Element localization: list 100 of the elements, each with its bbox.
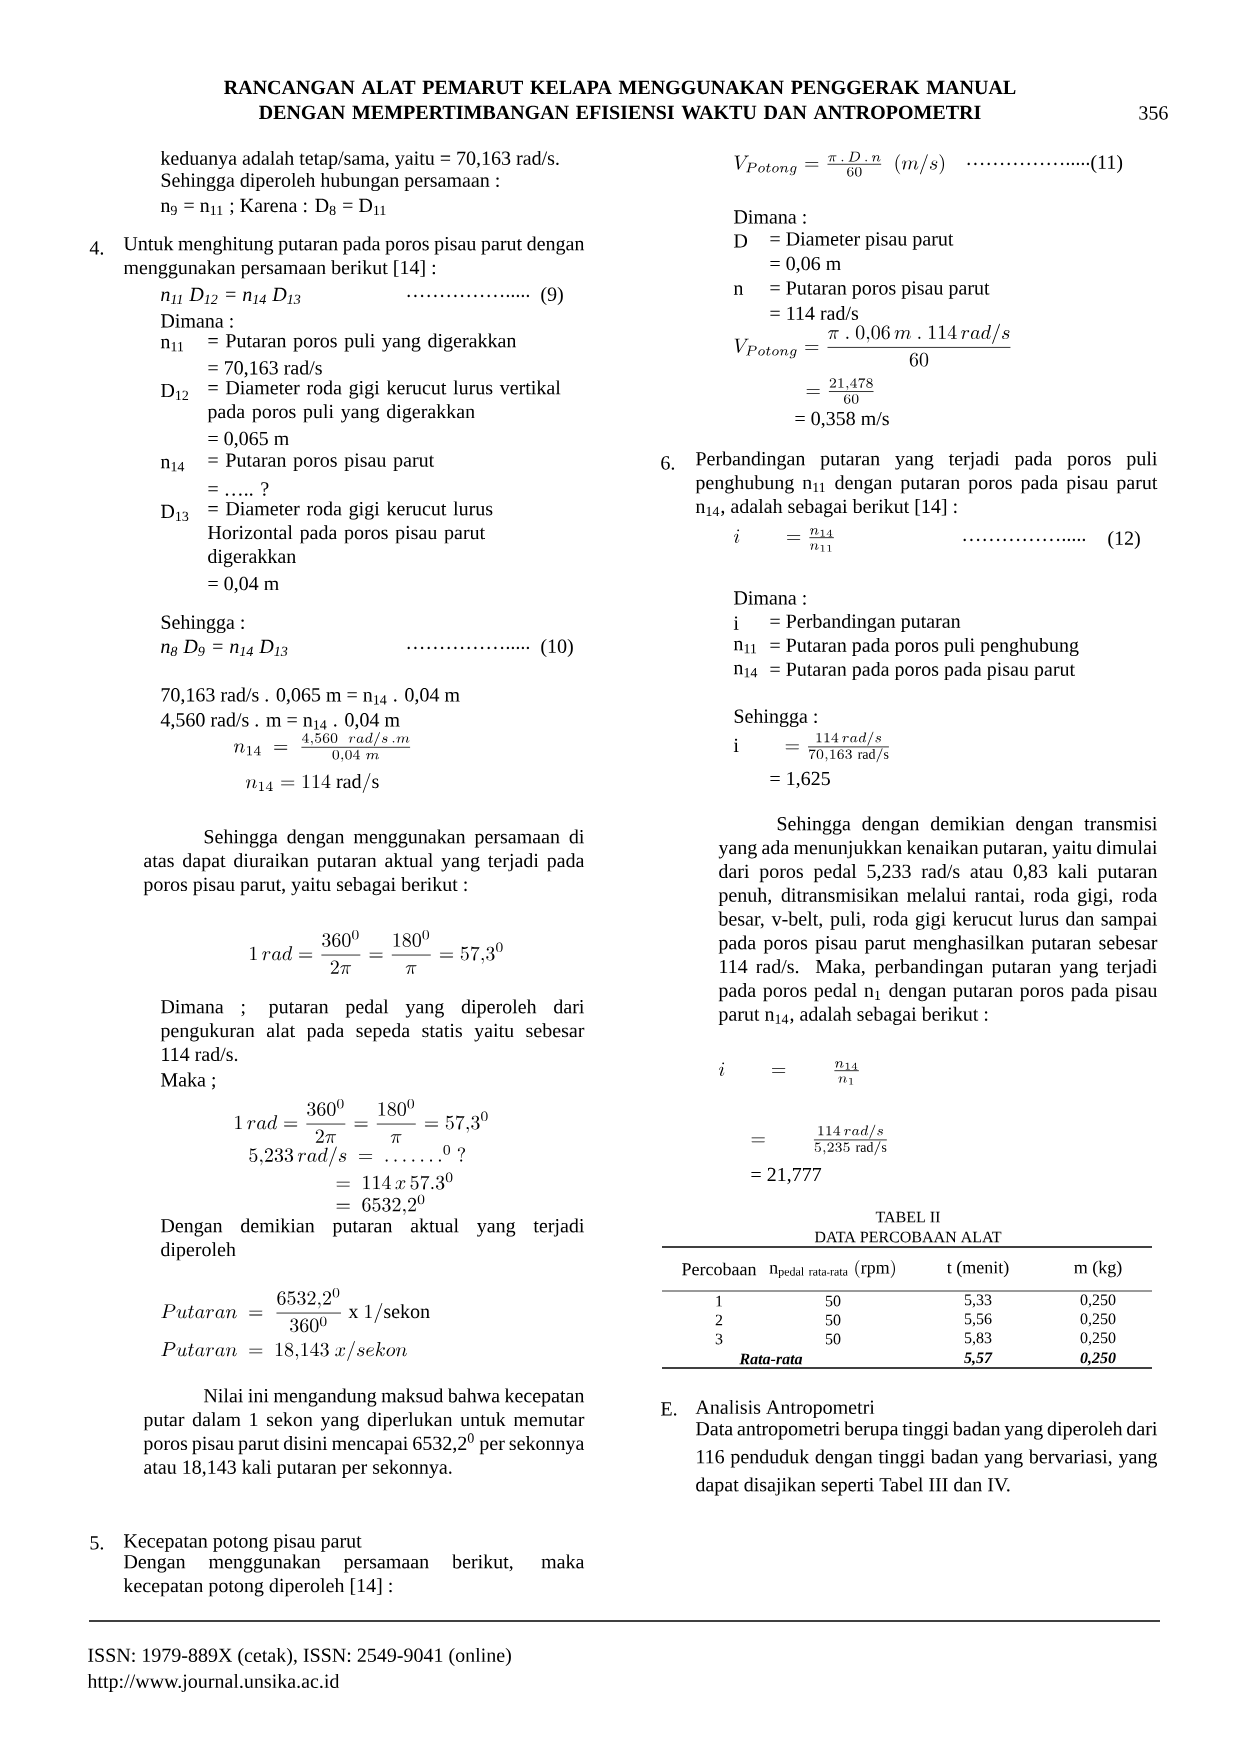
table-cell: 2	[715, 1314, 723, 1326]
variable-symbol: D	[733, 234, 748, 248]
equation-number: (10)	[541, 638, 573, 658]
dot-leader: …………….....	[967, 162, 1090, 166]
definition-text: = Putaran pada poros puli penghubung	[770, 637, 1079, 657]
table-header: $\mathrm{n}_{\mathrm{pedal\ rata}\hbox{\tiny -}\mathrm{rata}}\ (\mathrm{rpm})$	[769, 1259, 895, 1279]
definition-text: = 0,06 m	[770, 256, 841, 274]
paragraph: Data antropometri berupa tinggi badan yang diperoleh dari 116 penduduk dengan tinggi badan yang bervariasi, yang dapat disajikan seperti Tabel III dan IV.	[695, 1421, 1158, 1496]
table-cell: 0,250	[1080, 1332, 1116, 1346]
text-line: Sehingga :	[161, 614, 244, 634]
variable-symbol: n$_{11}$	[733, 640, 757, 654]
equation: $1\,rad = \frac{360^0}{2\pi} = \frac{180^0}{\pi} = 57{,}3^0$	[250, 930, 503, 974]
table-cell: 50	[825, 1314, 841, 1326]
definition-text: = 114 rad/s	[770, 305, 859, 321]
list-number: 5.	[90, 1536, 104, 1550]
equation: $=\ 114\,x\,57.3^0$	[336, 1172, 453, 1190]
equation: $=\ 6532{,}2^0$	[336, 1194, 425, 1216]
definition-text: = 70,163 rad/s	[208, 360, 322, 378]
text-line: Maka ;	[160, 1072, 215, 1090]
equation: $Putaran\ =\ 18{,}143\ x/sekon$	[161, 1341, 407, 1362]
equation: $V_{Potong} = \frac{\pi\,.\,D\,.\,n}{60}\ \ (m/s)$	[734, 151, 945, 177]
paragraph: Dengan menggunakan persamaan berikut, maka kecepatan potong diperoleh [14] :	[123, 1554, 585, 1597]
definition-text: = 0,065 m	[208, 431, 289, 449]
variable-symbol: D$_{13}$	[160, 504, 189, 522]
paragraph: Untuk menghitung putaran pada poros pisau parut dengan menggunakan persamaan berikut [14] :	[123, 236, 585, 279]
variable-symbol: n	[733, 285, 744, 295]
table-cell: 5,57	[964, 1352, 993, 1366]
table-cell: Rata-rata	[739, 1353, 803, 1365]
equation-number: (9)	[541, 286, 563, 306]
definition-text: = Perbandingan putaran	[770, 613, 961, 633]
page-title: RANCANGAN ALAT PEMARUT KELAPA MENGGUNAKAN PENGGERAK MANUAL DENGAN MEMPERTIMBANGAN EFISIENSI WAKTU DAN ANTROPOMETRI	[224, 80, 1016, 120]
definition-text: = ….. ?	[208, 482, 269, 496]
definition-text: = 0,04 m	[208, 576, 279, 594]
equation: n$_{8}$ D$_{9}$ = n$_{14}$ D$_{13}$	[161, 639, 288, 657]
variable-symbol: n$_{14}$	[733, 664, 758, 678]
equation: 4,560 rad/s . m = n$_{14}$ . 0,04 m	[160, 712, 400, 730]
equation: 70,163 rad/s . 0,065 m = n$_{14}$ . 0,04 m	[161, 687, 460, 705]
definition-text: = Diameter pisau parut	[770, 232, 954, 250]
table-cell: 5,83	[964, 1332, 992, 1346]
variable-symbol: i	[733, 616, 739, 630]
list-number: E.	[660, 1402, 677, 1416]
text-line: Sehingga :	[734, 708, 817, 728]
table-caption: DATA PERCOBAAN ALAT	[814, 1231, 1002, 1243]
footer-text: http://www.journal.unsika.ac.id	[87, 1673, 340, 1693]
equation: $=\qquad \frac{114\,rad/s}{5{,}235\ \mathrm{rad/s}}$	[751, 1124, 887, 1156]
equation: $\mathrm{i}\qquad = \frac{114\,rad/s}{70{,}163\ \mathrm{rad/s}}$	[733, 731, 889, 763]
list-number: 4.	[89, 241, 104, 255]
table-header: Percobaan	[682, 1262, 757, 1276]
equation: $Putaran\ =\ \frac{6532{,}2^0}{360^0}\ \mathrm{x}\ 1/\mathrm{sekon}$	[161, 1288, 430, 1333]
dot-leader: …………….....	[407, 646, 530, 650]
text-line: Sehingga diperoleh hubungan persamaan :	[161, 172, 499, 192]
equation: $n_{14}\ =\ \frac{4{,}560\ \ rad/s\,.m}{0{,}04\ m}$	[234, 732, 411, 762]
definition-text: = Diameter roda gigi kerucut lurus vertikal pada poros puli yang digerakkan	[207, 380, 561, 423]
table-cell: 50	[825, 1295, 841, 1307]
equation: $1\,rad = \frac{360^0}{2\pi} = \frac{180^0}{\pi} = 57{,}3^0$	[235, 1099, 488, 1143]
equation-number: (12)	[1108, 530, 1140, 550]
table-cell: 0,250	[1080, 1313, 1116, 1327]
table-cell: 3	[715, 1333, 723, 1345]
variable-symbol: n$_{11}$	[160, 338, 184, 352]
equation: $n_{14} = 114\ \mathrm{rad/s}$	[246, 773, 379, 793]
table-cell: 50	[825, 1333, 841, 1345]
paragraph: Sehingga dengan demikian dengan transmisi yang ada menunjukkan kenaikan putaran, yaitu dimulai dari poros pedal 5,233 rad/s atau 0,83 kali putaran penuh, ditransmisikan melalui rantai, roda gigi, roda besar, v-belt, puli, roda gigi kerucut lurus dan sampai pada poros pisau parut menghasilkan putaran sebesar 114 rad/s. Maka, perbandingan putaran yang terjadi pada poros pedal n$_{1}$ dengan putaran poros pada pisau parut n$_{14}$, adalah sebagai berikut :	[718, 816, 1158, 1025]
table-cell: 5,33	[964, 1294, 992, 1308]
equation: = 0,358 m/s	[795, 411, 889, 429]
definition-text: = Putaran poros pisau parut	[770, 281, 990, 299]
table-header: m (kg)	[1074, 1260, 1122, 1278]
text-line: keduanya adalah tetap/sama, yaitu = 70,163 rad/s.	[160, 150, 559, 170]
equation: n$_{11}$ D$_{12}$ = n$_{14}$ D$_{13}$	[161, 287, 301, 305]
table-caption: TABEL II	[875, 1211, 940, 1223]
paragraph: Perbandingan putaran yang terjadi pada poros puli penghubung n$_{11}$ dengan putaran poros pada pisau parut n$_{14}$, adalah sebagai berikut [14] :	[695, 451, 1158, 518]
dot-leader: …………….....	[407, 294, 530, 298]
footer-text: ISSN: 1979-889X (cetak), ISSN: 2549-9041 (online)	[88, 1647, 511, 1667]
text-line: n$_{9}$ = n$_{11}$ ; Karena : D$_{8}$ = D$_{11}$	[160, 198, 386, 216]
definition-text: = Putaran poros pisau parut	[208, 453, 435, 471]
equation: = 21,777	[751, 1167, 822, 1185]
equation-number: (11)	[1091, 154, 1123, 174]
section-heading: Analisis Antropometri	[695, 1399, 875, 1419]
variable-symbol: D$_{12}$	[160, 383, 189, 401]
text-line: Dimana :	[733, 591, 806, 605]
paragraph: Dengan demikian putaran aktual yang terjadi diperoleh	[160, 1218, 585, 1261]
paragraph: Dimana ; putaran pedal yang diperoleh dari pengukuran alat pada sepeda statis yaitu sebesar 114 rad/s.	[160, 999, 585, 1062]
variable-symbol: n$_{14}$	[160, 458, 185, 472]
definition-text: = Putaran pada poros pada pisau parut	[770, 661, 1075, 681]
table-cell: 0,250	[1080, 1294, 1116, 1308]
table-header: t (menit)	[946, 1260, 1009, 1278]
equation: $i\qquad =\qquad \frac{n_{14}}{n_1}$	[719, 1061, 859, 1085]
paragraph: Sehingga dengan menggunakan persamaan di atas dapat diuraikan putaran aktual yang terjadi pada poros pisau parut, yaitu sebagai berikut :	[143, 829, 585, 896]
equation: = 1,625	[770, 771, 830, 789]
list-number: 6.	[661, 456, 675, 470]
text-line: Dimana :	[733, 210, 806, 224]
section-heading: Kecepatan potong pisau parut	[123, 1534, 362, 1552]
paragraph: Nilai ini mengandung maksud bahwa kecepatan putar dalam 1 sekon yang diperlukan untuk memutar poros pisau parut disini mencapai 6532,2$^{0}$ per sekonnya atau 18,143 kali putaran per sekonnya.	[143, 1388, 585, 1478]
table-cell: 5,56	[964, 1313, 992, 1327]
page-number: 356	[1139, 106, 1168, 120]
equation: $5{,}233\,rad/s\ =\ \ldots\ldots.^0\ ?$	[249, 1145, 466, 1167]
table-cell: 1	[716, 1295, 723, 1307]
equation: $V_{Potong} = \frac{\pi\ .\ 0{,}06\,m\ .\ 114\,rad/s}{60}$	[734, 323, 1011, 367]
equation: $= \frac{21{,}478}{60}$	[806, 378, 874, 404]
dot-leader: …………….....	[963, 538, 1086, 542]
equation: $i\qquad = \frac{n_{14}}{n_{11}}$	[734, 528, 834, 552]
